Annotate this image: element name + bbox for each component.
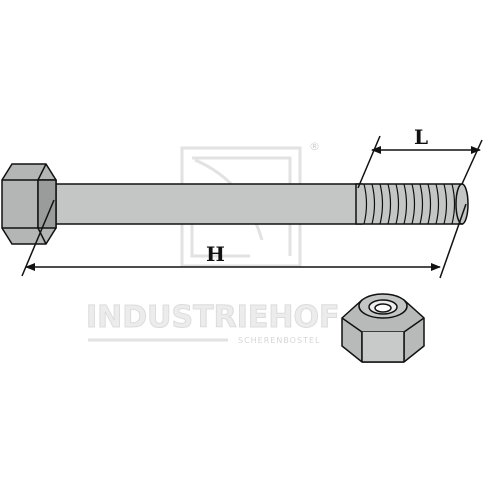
- bolt: [1, 163, 469, 245]
- dimension-l-label: L: [414, 125, 428, 149]
- dimension-l: L: [357, 125, 483, 189]
- dimension-h-label: H: [206, 242, 225, 266]
- watermark-sub: SCHERENBOSTEL: [238, 336, 320, 345]
- bolt-thread: [355, 183, 469, 225]
- bolt-shank: [41, 183, 363, 225]
- extension-line-right: [439, 203, 467, 279]
- dimension-h: H: [21, 199, 467, 279]
- bolt-head: [1, 163, 57, 245]
- registered-mark: ®: [309, 140, 320, 153]
- watermark-brand: INDUSTRIEHOF: [86, 300, 339, 335]
- lock-nut: [341, 293, 425, 363]
- extension-line-thread-end: [461, 139, 483, 185]
- extension-line-thread-start: [357, 135, 381, 189]
- watermark-logo: ® INDUSTRIEHOF SCHERENBOSTEL: [86, 140, 340, 345]
